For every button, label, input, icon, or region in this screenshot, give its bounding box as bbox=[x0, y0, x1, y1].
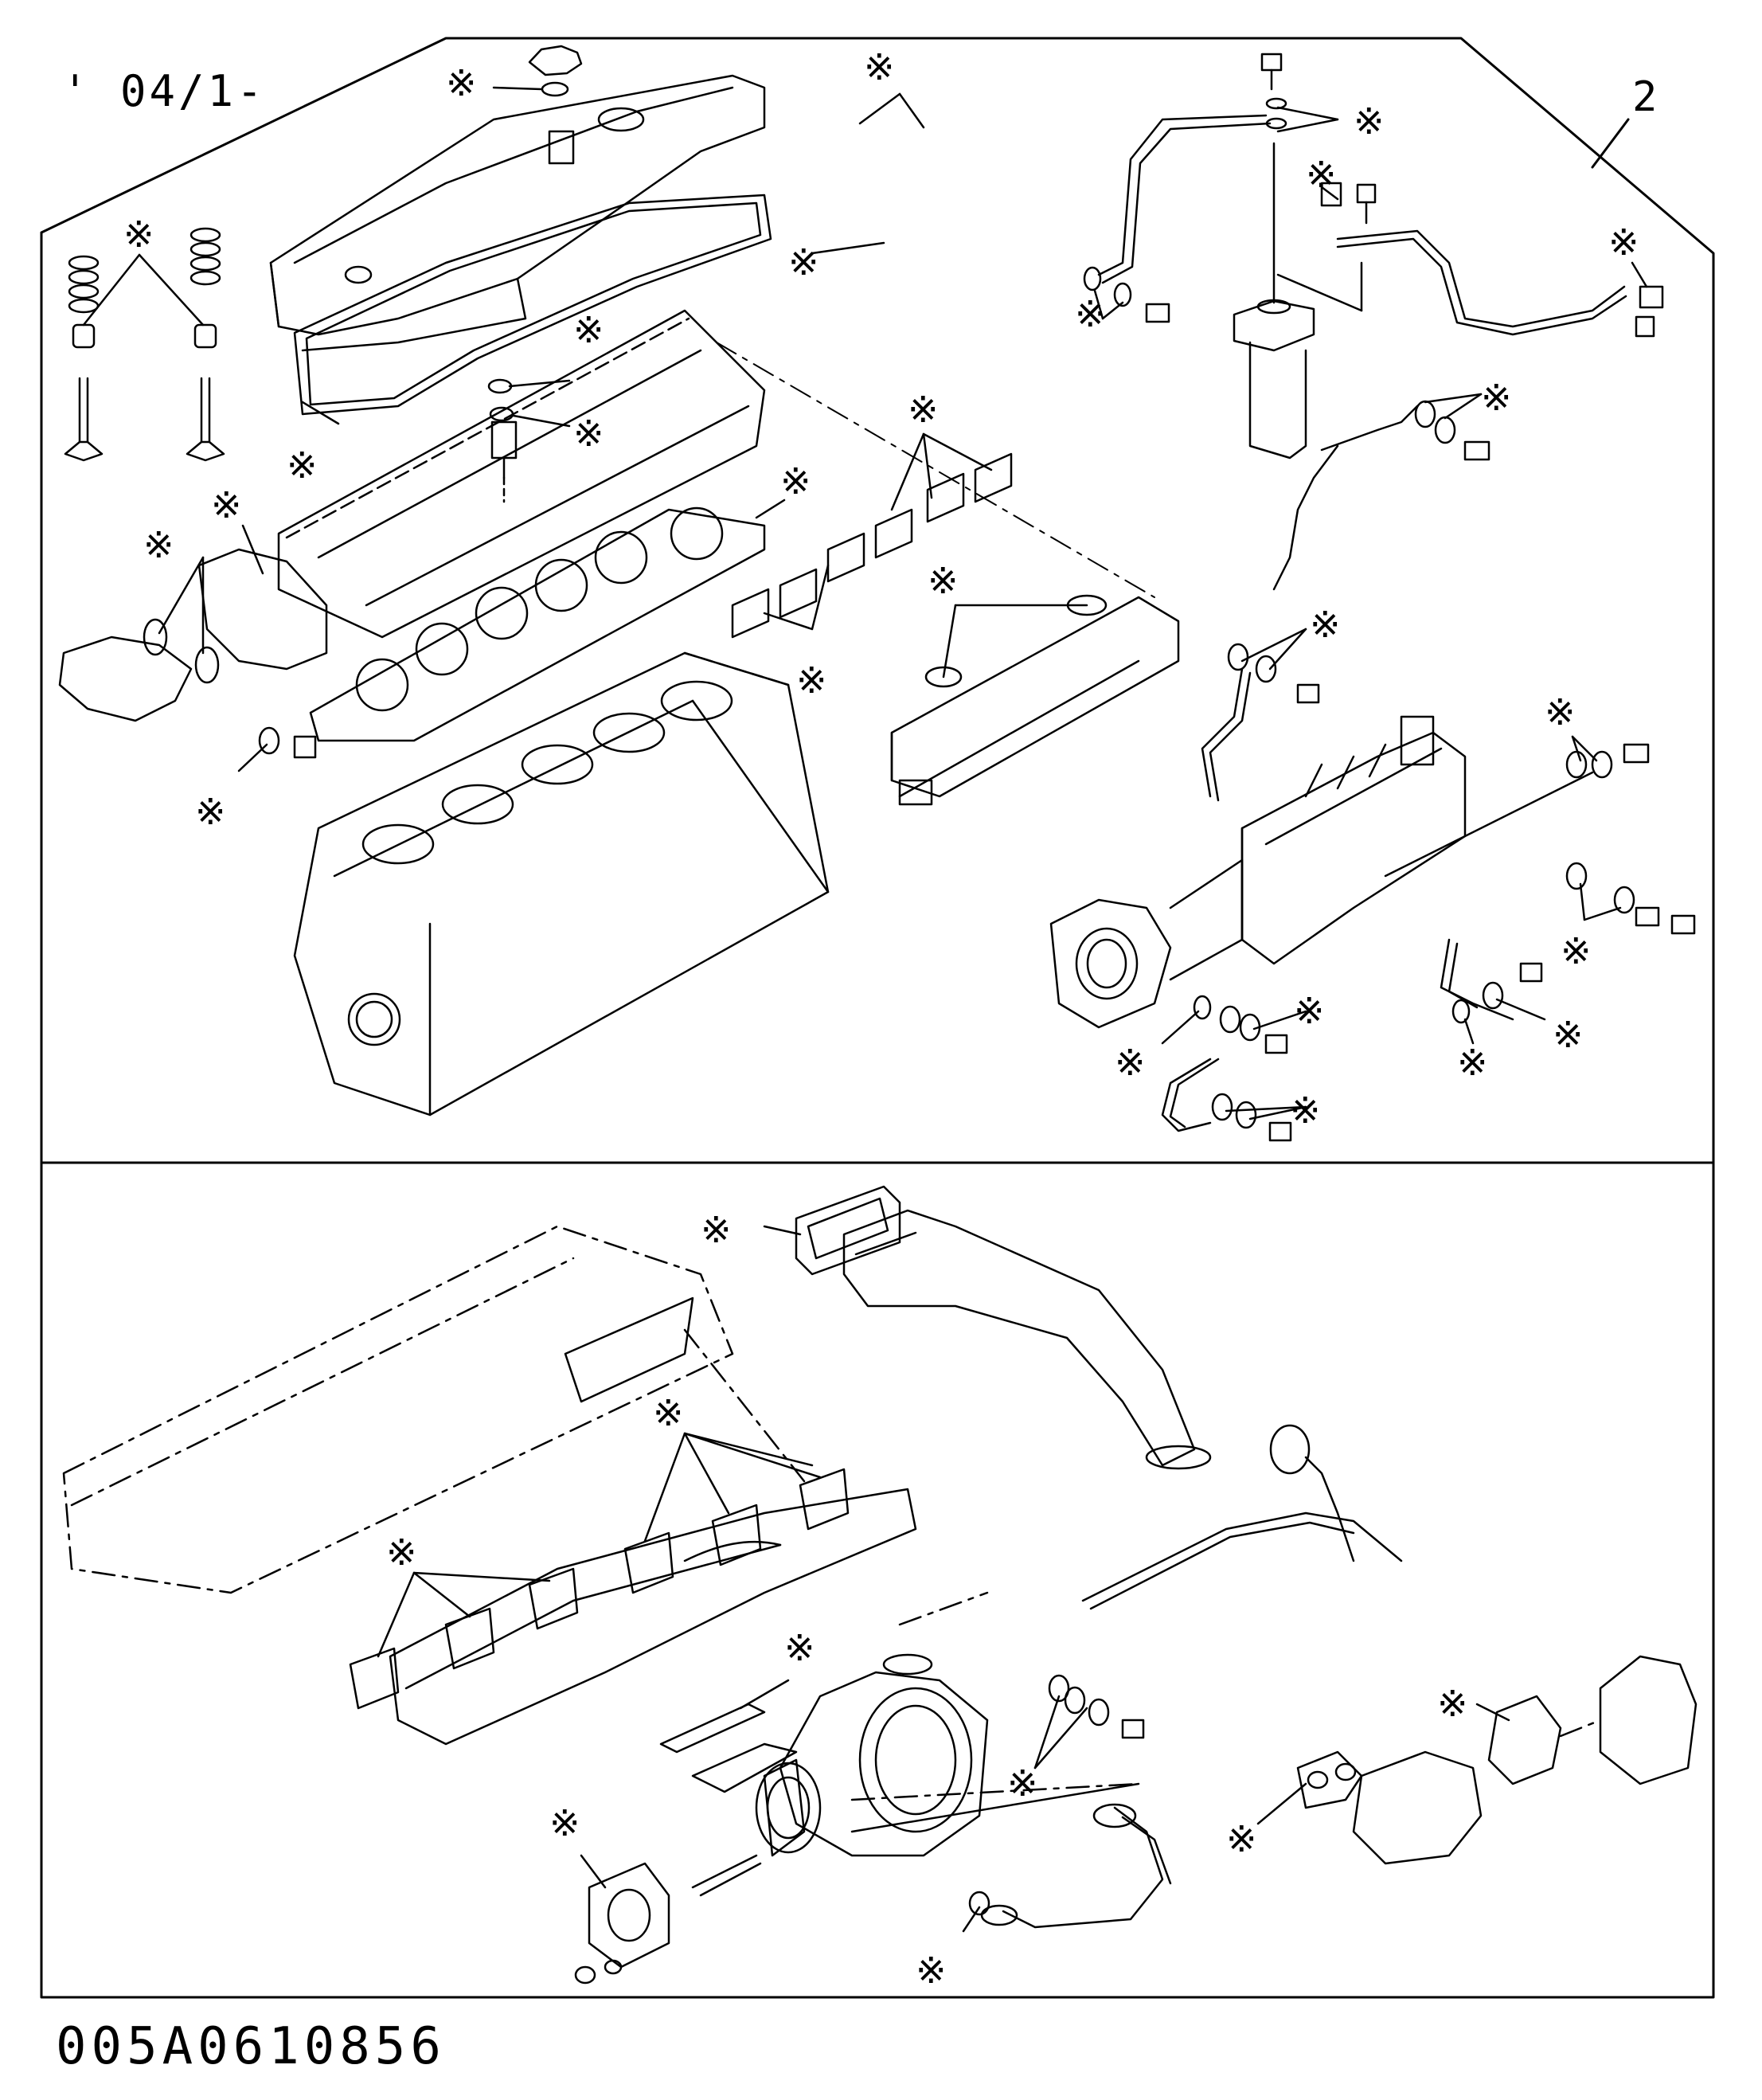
valve-springs-and-seals bbox=[64, 227, 225, 462]
upper-leaders bbox=[158, 86, 1088, 772]
drawing-number: 005A0610856 bbox=[56, 2017, 446, 2076]
turbo-leaders bbox=[580, 1591, 1140, 1933]
svg-text:※: ※ bbox=[573, 412, 604, 455]
svg-text:※: ※ bbox=[1306, 153, 1337, 196]
svg-text:※: ※ bbox=[446, 61, 477, 104]
svg-text:※: ※ bbox=[1310, 603, 1341, 646]
svg-text:※: ※ bbox=[1481, 376, 1512, 419]
lower-frame bbox=[40, 1161, 1715, 1999]
svg-text:※: ※ bbox=[287, 444, 318, 487]
exhaust-manifold bbox=[389, 1488, 917, 1746]
injection-pump bbox=[1049, 715, 1467, 1029]
exhaust-manifold-leaders bbox=[377, 1225, 822, 1658]
fuel-filter-leaders bbox=[1093, 106, 1648, 420]
svg-text:※: ※ bbox=[1457, 1041, 1488, 1084]
kit-number-callout: 2 bbox=[1632, 73, 1658, 121]
svg-text:※: ※ bbox=[1545, 690, 1576, 733]
svg-text:※: ※ bbox=[653, 1391, 684, 1434]
svg-text:※: ※ bbox=[784, 1626, 815, 1669]
fuel-line-fittings bbox=[1083, 53, 1664, 461]
svg-text:※: ※ bbox=[780, 459, 811, 503]
svg-text:※: ※ bbox=[573, 308, 604, 351]
svg-text:※: ※ bbox=[1290, 1089, 1321, 1132]
water-housing-leaders bbox=[1256, 1703, 1602, 1825]
turbo-oil-fittings bbox=[968, 1674, 1145, 1916]
intake-gaskets-upper bbox=[731, 452, 1013, 639]
svg-text:※: ※ bbox=[908, 388, 939, 431]
cylinder-head-gasket bbox=[309, 506, 766, 742]
turbo-oil-lines bbox=[980, 1424, 1403, 1929]
exhaust-pipe-gasket bbox=[795, 1185, 901, 1276]
svg-text:※: ※ bbox=[1226, 1817, 1257, 1860]
svg-text:※: ※ bbox=[1553, 1013, 1584, 1056]
upper-frame bbox=[40, 37, 1715, 1164]
svg-text:※: ※ bbox=[1608, 221, 1639, 264]
date-code: ' 04/1- bbox=[62, 66, 266, 116]
svg-text:※: ※ bbox=[123, 213, 154, 256]
svg-text:※: ※ bbox=[788, 241, 819, 284]
svg-text:※: ※ bbox=[195, 790, 226, 833]
injection-pump-leaders bbox=[1161, 628, 1622, 1120]
turbocharger bbox=[691, 1653, 989, 1857]
exhaust-pipe bbox=[842, 1209, 1212, 1470]
assembly-line-head-manifold bbox=[716, 342, 1155, 598]
cylinder-head-cover bbox=[269, 74, 766, 352]
svg-text:※: ※ bbox=[211, 483, 242, 526]
svg-text:※: ※ bbox=[928, 559, 959, 602]
fuel-filter bbox=[1233, 142, 1315, 459]
svg-text:※: ※ bbox=[143, 523, 174, 566]
svg-text:※: ※ bbox=[1294, 989, 1325, 1032]
svg-text:※: ※ bbox=[701, 1208, 732, 1251]
kit-number-leader bbox=[1591, 118, 1630, 169]
svg-text:※: ※ bbox=[1561, 929, 1592, 972]
svg-text:※: ※ bbox=[1354, 100, 1385, 143]
injection-pump-fittings bbox=[1193, 643, 1696, 1142]
svg-text:※: ※ bbox=[1007, 1762, 1038, 1805]
svg-text:※: ※ bbox=[386, 1531, 417, 1574]
cylinder-head bbox=[277, 309, 766, 639]
turbo-gaskets bbox=[574, 1703, 766, 1985]
svg-text:※: ※ bbox=[549, 1801, 580, 1844]
water-housing bbox=[1296, 1655, 1698, 1865]
svg-text:※: ※ bbox=[1115, 1041, 1146, 1084]
lower-cylinder-head bbox=[62, 1225, 734, 1594]
kit-part-markers: ※ ※ ※ ※ ※ ※ ※ ※ ※ ※ ※ ※ ※ ※ ※ ※ ※ ※ ※ ※ … bbox=[123, 45, 1639, 1992]
injection-pump-pipes bbox=[1161, 667, 1514, 1132]
cylinder-block bbox=[293, 651, 830, 1116]
head-cover-gasket bbox=[293, 194, 772, 416]
intake-manifold bbox=[890, 594, 1180, 806]
fuel-lines-upper bbox=[1097, 114, 1627, 591]
injection-nozzle bbox=[490, 420, 518, 503]
svg-text:※: ※ bbox=[1437, 1682, 1468, 1725]
svg-text:※: ※ bbox=[796, 659, 827, 702]
svg-text:※: ※ bbox=[916, 1949, 947, 1992]
svg-text:※: ※ bbox=[1075, 292, 1106, 335]
svg-text:※: ※ bbox=[864, 45, 895, 88]
